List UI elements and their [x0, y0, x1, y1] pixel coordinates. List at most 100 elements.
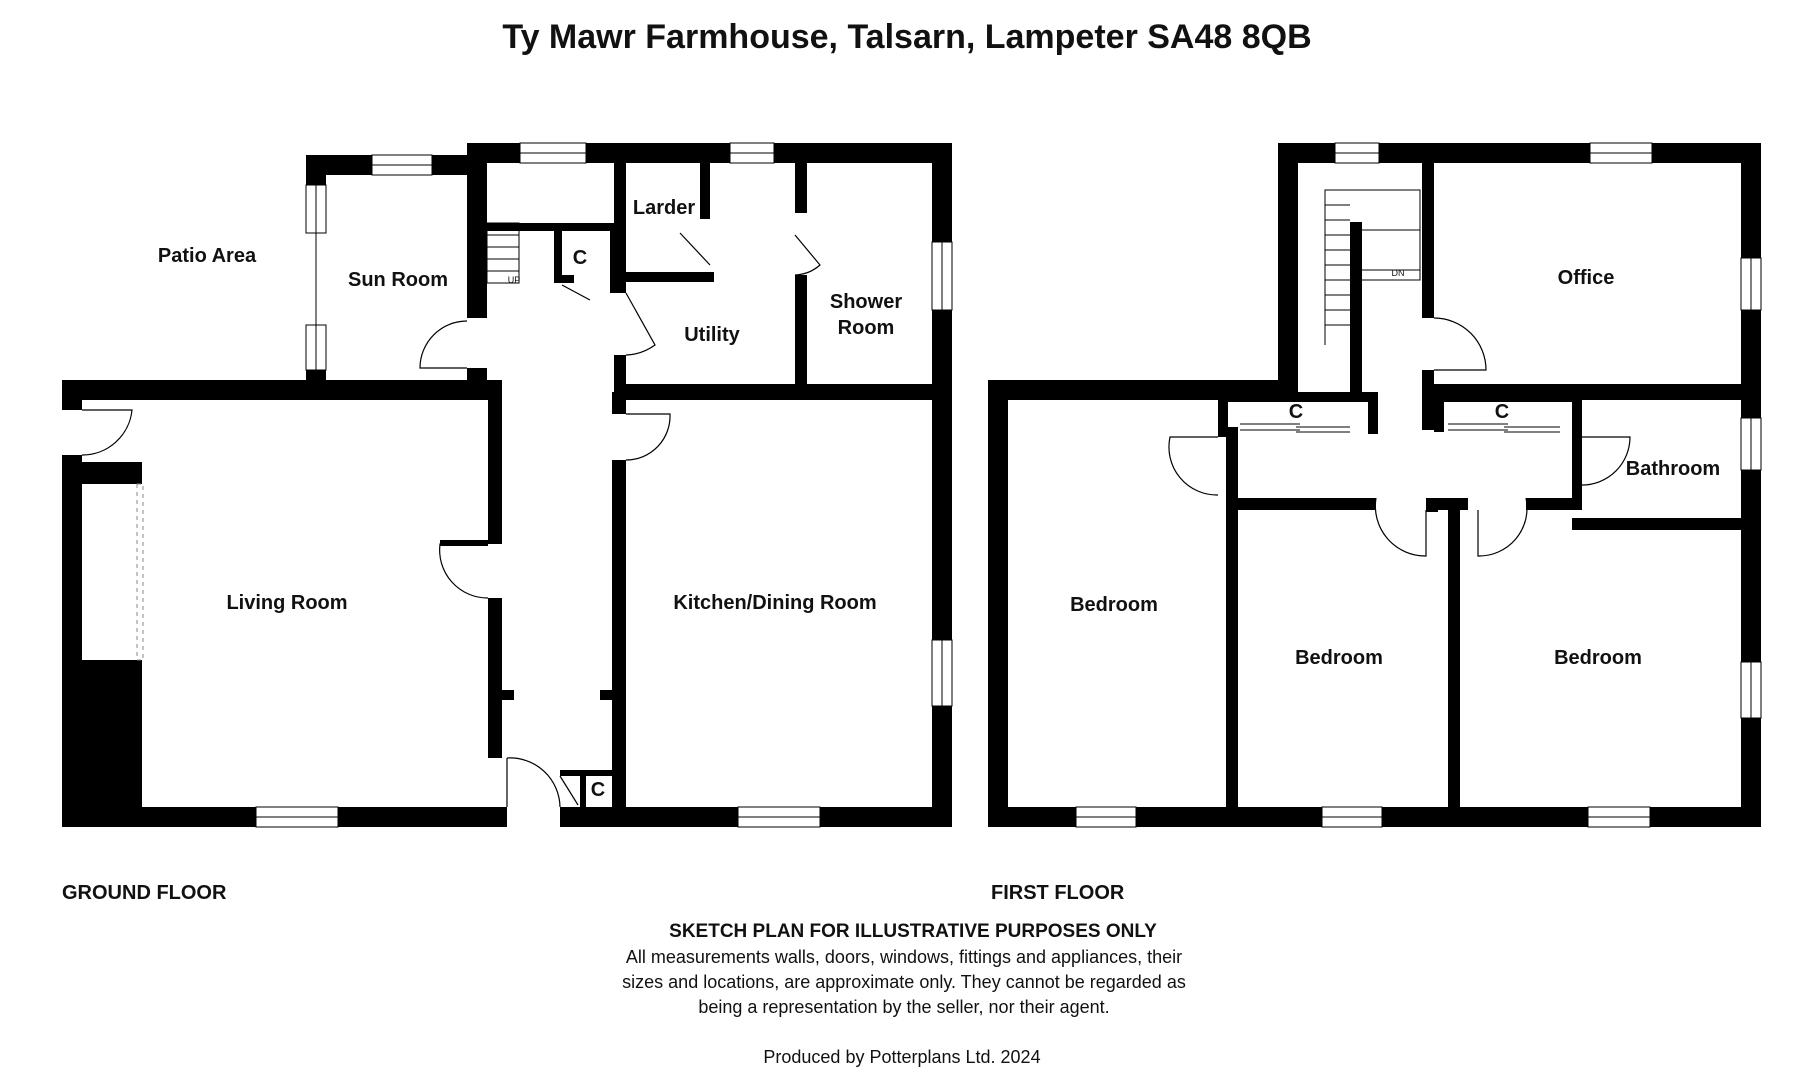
disclaimer-heading: SKETCH PLAN FOR ILLUSTRATIVE PURPOSES ON… — [669, 921, 1157, 942]
room-label-shower-room-line2: Room — [838, 317, 895, 339]
wall — [988, 380, 1280, 400]
cupboard-slider — [1240, 423, 1350, 433]
wall — [1368, 392, 1378, 434]
room-label-bedroom: Bedroom — [1295, 647, 1383, 669]
window — [1334, 142, 1380, 164]
window — [305, 324, 327, 371]
wall — [614, 355, 626, 395]
window — [255, 806, 339, 828]
wall — [1741, 143, 1761, 827]
wall — [306, 370, 326, 392]
wall — [487, 223, 617, 231]
stairs-down-label: DN — [1392, 268, 1405, 278]
wall — [1434, 392, 1582, 402]
wall — [600, 690, 612, 700]
door-swing — [1433, 317, 1487, 371]
door-swing — [81, 409, 133, 456]
window — [519, 142, 587, 164]
wall — [1526, 498, 1572, 510]
door-swing — [419, 320, 468, 369]
wall — [440, 540, 488, 546]
wall — [612, 460, 626, 827]
room-label-office: Office — [1558, 267, 1615, 289]
wall — [467, 368, 487, 400]
wall — [1278, 143, 1298, 400]
wall — [1226, 498, 1376, 510]
disclaimer-line: being a representation by the seller, no… — [698, 997, 1109, 1017]
disclaimer-line: All measurements walls, doors, windows, … — [626, 947, 1182, 967]
window — [1740, 257, 1762, 311]
wall — [1422, 370, 1434, 430]
wall — [1434, 392, 1444, 432]
room-label-utility: Utility — [684, 324, 740, 346]
room-label-bathroom: Bathroom — [1626, 458, 1720, 480]
wall — [795, 163, 807, 213]
wall — [1218, 427, 1228, 437]
room-label-bedroom: Bedroom — [1554, 647, 1642, 669]
wall — [1572, 518, 1741, 530]
window — [1589, 142, 1653, 164]
window — [737, 806, 821, 828]
wall — [1218, 392, 1228, 437]
door-swing — [794, 234, 821, 276]
disclaimer-line: sizes and locations, are approximate onl… — [622, 972, 1186, 992]
room-label-shower-room-line1: Shower — [830, 291, 902, 313]
wall — [62, 380, 82, 410]
room-label-living-room: Living Room — [226, 592, 347, 614]
room-label-cupboard: C — [591, 779, 605, 801]
ground-floor-plan: Patio Area Sun Room Larder C UP Utility … — [62, 142, 953, 904]
room-label-bedroom: Bedroom — [1070, 594, 1158, 616]
window — [1321, 806, 1383, 828]
stairs-up — [486, 222, 520, 284]
wall — [306, 155, 326, 185]
window — [1075, 806, 1137, 828]
door-swing — [625, 292, 656, 356]
wall — [1350, 222, 1362, 400]
room-label-sun-room: Sun Room — [348, 269, 448, 291]
door-swing — [625, 413, 671, 461]
wall — [1422, 163, 1434, 318]
plan-title: Ty Mawr Farmhouse, Talsarn, Lampeter SA4… — [502, 18, 1311, 56]
room-label-cupboard: C — [573, 247, 587, 269]
stairs-down — [1324, 189, 1421, 345]
wall — [988, 380, 1008, 827]
disclaimer: SKETCH PLAN FOR ILLUSTRATIVE PURPOSES ON… — [622, 921, 1186, 1017]
wall — [700, 163, 710, 219]
window — [1740, 661, 1762, 719]
window — [305, 184, 327, 234]
door-leaf — [679, 232, 711, 266]
wall — [1226, 427, 1238, 807]
producer-credit: Produced by Potterplans Ltd. 2024 — [763, 1047, 1040, 1067]
wall — [1448, 505, 1460, 807]
wall — [502, 690, 514, 700]
window — [931, 639, 953, 707]
window — [371, 154, 433, 176]
stairs-up-label: UP — [508, 275, 521, 285]
wall — [82, 462, 142, 484]
first-floor-plan: Office DN C C Bathroom Bedroom Bedroom B… — [988, 142, 1762, 904]
room-label-larder: Larder — [633, 197, 695, 219]
door-swing — [1374, 497, 1427, 557]
wall — [62, 380, 502, 400]
wall — [626, 272, 714, 282]
wall — [1426, 498, 1438, 512]
window — [1587, 806, 1651, 828]
wall — [62, 455, 82, 827]
wall — [1572, 434, 1582, 510]
ground-floor-label: GROUND FLOOR — [62, 882, 227, 904]
wall — [554, 223, 562, 283]
window — [729, 142, 775, 164]
wall — [488, 392, 502, 544]
room-label-patio: Patio Area — [158, 245, 257, 267]
cupboard-slider — [1448, 423, 1560, 433]
room-label-kitchen: Kitchen/Dining Room — [673, 592, 876, 614]
door-swing — [1581, 436, 1631, 486]
window — [931, 241, 953, 311]
front-door-swing — [506, 757, 561, 808]
wall — [1218, 392, 1378, 402]
hearth-dashed-line — [136, 483, 144, 661]
wall — [614, 163, 626, 293]
room-label-cupboard: C — [1289, 401, 1303, 423]
wall — [626, 384, 952, 400]
